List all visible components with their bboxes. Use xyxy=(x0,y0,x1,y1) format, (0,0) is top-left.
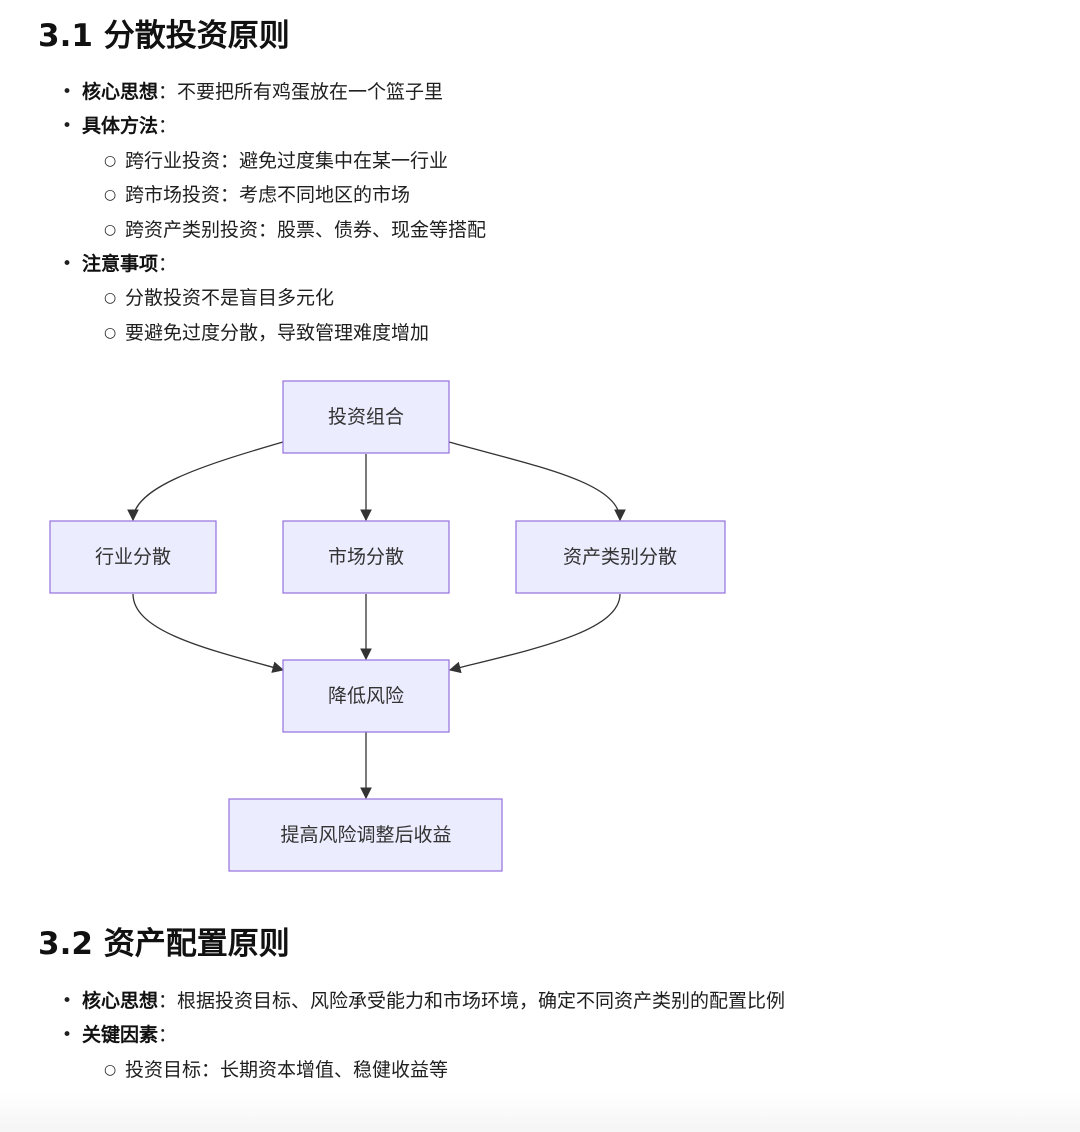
node-label: 降低风险 xyxy=(328,685,404,707)
bullet-circle: ○ xyxy=(104,324,117,341)
bullet-circle: ○ xyxy=(104,1061,117,1078)
list-item: ○ 分散投资不是盲目多元化 xyxy=(0,281,1000,315)
list-item: • 具体方法： xyxy=(0,109,1000,143)
item-text: ：根据投资目标、风险承受能力和市场环境，确定不同资产类别的配置比例 xyxy=(158,990,786,1012)
node-label: 提高风险调整后收益 xyxy=(280,824,451,846)
item-text: ： xyxy=(158,115,178,138)
diversification-flowchart: 投资组合 行业分散 市场分散 资产类别分散 降低风险 提高风险调整后收益 xyxy=(49,380,726,872)
node-label: 资产类别分散 xyxy=(563,546,677,568)
list-item: ○ 要避免过度分散，导致管理难度增加 xyxy=(0,316,1000,350)
bullet-disc: • xyxy=(62,82,73,102)
bullet-circle: ○ xyxy=(104,152,117,169)
edge-portfolio-to-industry xyxy=(127,441,284,522)
node-market: 市场分散 xyxy=(282,520,450,594)
node-label: 投资组合 xyxy=(328,406,404,428)
item-text: 投资目标：长期资本增值、稳健收益等 xyxy=(125,1058,449,1081)
edge-industry-to-reduce-risk xyxy=(132,593,285,673)
bullet-circle: ○ xyxy=(104,290,117,307)
bullet-circle: ○ xyxy=(104,187,117,204)
node-reduce-risk: 降低风险 xyxy=(282,659,450,733)
node-label: 行业分散 xyxy=(95,546,171,568)
list-item: ○ 跨市场投资：考虑不同地区的市场 xyxy=(0,178,1000,212)
item-text: ：不要把所有鸡蛋放在一个篮子里 xyxy=(158,81,444,103)
item-label: 具体方法 xyxy=(82,115,159,138)
item-text: 要避免过度分散，导致管理难度增加 xyxy=(125,321,430,344)
node-portfolio: 投资组合 xyxy=(282,380,450,454)
bottom-fade-overlay xyxy=(0,1092,1080,1132)
list-item: ○ 跨行业投资：避免过度集中在某一行业 xyxy=(0,144,1000,178)
list-item: • 核心思想：根据投资目标、风险承受能力和市场环境，确定不同资产类别的配置比例 xyxy=(0,984,1000,1018)
list-item: ○ 跨资产类别投资：股票、债券、现金等搭配 xyxy=(0,213,1000,247)
list-item: • 注意事项： xyxy=(0,247,1000,281)
item-text: ： xyxy=(158,253,178,276)
list-item: ○ 投资目标：长期资本增值、稳健收益等 xyxy=(0,1053,1000,1087)
principles-list-3-2: • 核心思想：根据投资目标、风险承受能力和市场环境，确定不同资产类别的配置比例 … xyxy=(0,984,1000,1087)
list-item: • 核心思想：不要把所有鸡蛋放在一个篮子里 xyxy=(0,75,1000,109)
bullet-disc: • xyxy=(62,991,73,1011)
node-industry: 行业分散 xyxy=(49,520,217,594)
bullet-disc: • xyxy=(62,116,73,137)
edge-asset-class-to-reduce-risk xyxy=(448,593,621,674)
item-label: 关键因素 xyxy=(82,1024,159,1047)
item-text: 分散投资不是盲目多元化 xyxy=(125,287,335,310)
bullet-disc: • xyxy=(62,254,73,275)
principles-list-3-1: • 核心思想：不要把所有鸡蛋放在一个篮子里 • 具体方法： ○ 跨行业投资：避免… xyxy=(0,75,1000,350)
bullet-circle: ○ xyxy=(104,221,117,238)
item-label: 注意事项 xyxy=(82,253,159,276)
item-text: ： xyxy=(158,1024,178,1047)
section-title-3-1: 3.1 分散投资原则 xyxy=(38,18,290,54)
item-text: 跨市场投资：考虑不同地区的市场 xyxy=(125,184,411,207)
bullet-disc: • xyxy=(62,1025,73,1046)
node-improve-return: 提高风险调整后收益 xyxy=(228,798,503,872)
list-item: • 关键因素： xyxy=(0,1018,1000,1052)
edge-portfolio-to-asset-class xyxy=(448,441,626,522)
node-label: 市场分散 xyxy=(328,546,404,568)
item-label: 核心思想 xyxy=(82,990,159,1012)
item-text: 跨行业投资：避免过度集中在某一行业 xyxy=(125,149,449,172)
node-asset-class: 资产类别分散 xyxy=(515,520,726,594)
item-text: 跨资产类别投资：股票、债券、现金等搭配 xyxy=(125,218,487,241)
item-label: 核心思想 xyxy=(82,81,159,103)
section-title-3-2: 3.2 资产配置原则 xyxy=(38,926,290,962)
